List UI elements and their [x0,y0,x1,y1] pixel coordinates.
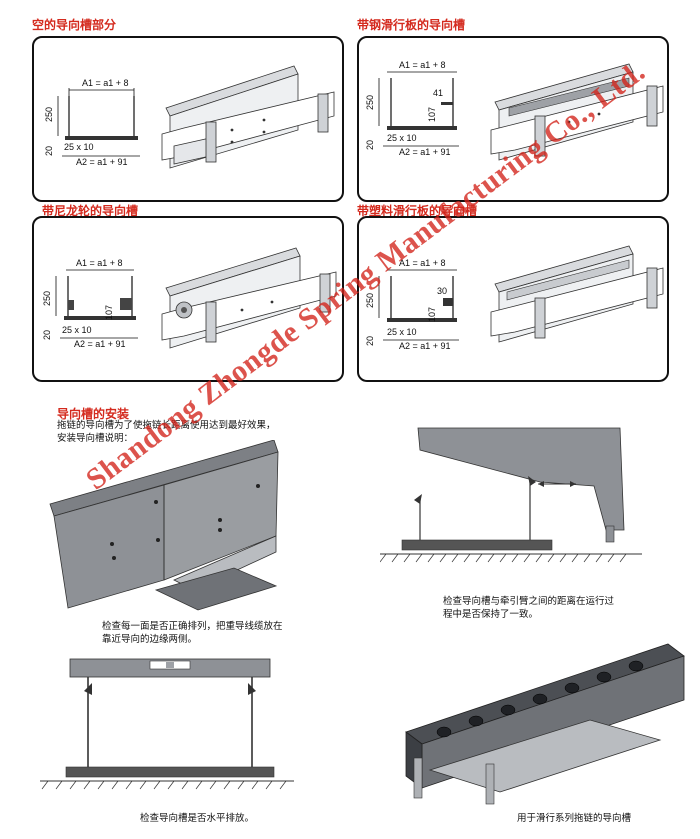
caption-alignment-line-1: 检查每一面是否正确排列，把重导线缆放在 [102,621,283,632]
roller-channel-illustration [405,643,685,805]
dim-250: 250 [44,107,54,122]
dim-107: 107 [427,107,437,122]
dim-30: 30 [437,286,447,296]
dim-a2: A2 = a1 + 91 [399,341,451,351]
dim-a2: A2 = a1 + 91 [74,339,126,349]
dim-a2: A2 = a1 + 91 [399,147,451,157]
dim-a1: A1 = a1 + 8 [399,60,446,70]
dim-107: 107 [104,305,114,320]
section-title-plastic-slide: 带塑料滑行板的导向槽 [357,204,478,218]
section-title-steel-slide: 带钢滑行板的导向槽 [357,18,466,32]
dim-20: 20 [365,336,375,346]
steel-slide-drawing: A1 = a1 + 8 41 107 250 20 25 x 10 A2 = a… [365,60,664,161]
dim-a1: A1 = a1 + 8 [76,258,123,268]
dim-a1: A1 = a1 + 8 [82,78,129,88]
dim-250: 250 [365,95,375,110]
install-title: 导向槽的安装 [57,407,130,421]
caption-level: 检查导向槽是否水平排放。 [140,813,255,824]
dim-41: 41 [433,88,443,98]
dim-slot: 25 x 10 [387,327,417,337]
panel-nylon-roller: A1 = a1 + 8 107 250 20 25 x 10 A2 = a1 +… [32,216,344,382]
channel-joint-illustration [49,440,279,611]
level-check-illustration [40,658,294,790]
dim-20: 20 [44,146,54,156]
dim-slot: 25 x 10 [387,133,417,143]
caption-distance-line-2: 程中是否保持了一致。 [443,609,539,620]
dim-107: 107 [427,307,437,322]
caption-distance-line-1: 检查导向槽与牵引臂之间的距离在运行过 [443,596,615,607]
dim-20: 20 [42,330,52,340]
dim-slot: 25 x 10 [62,325,92,335]
panel-empty-channel: A1 = a1 + 8 250 20 25 x 10 A2 = a1 + 91 [32,36,344,202]
caption-alignment-line-2: 靠近导向的边缘两侧。 [102,634,198,645]
panel-steel-slide: A1 = a1 + 8 41 107 250 20 25 x 10 A2 = a… [357,36,669,202]
panel-plastic-slide: A1 = a1 + 8 30 107 250 20 25 x 10 A2 = a… [357,216,669,382]
empty-channel-drawing: A1 = a1 + 8 250 20 25 x 10 A2 = a1 + 91 [44,65,335,169]
dim-250: 250 [42,291,52,306]
towing-arm-distance-illustration [380,427,642,563]
install-intro-line-1: 拖链的导向槽为了使拖链长距离使用达到最好效果， [57,420,276,431]
caption-roller-channel: 用于滑行系列拖链的导向槽 [517,813,632,824]
dim-slot: 25 x 10 [64,142,94,152]
plastic-slide-drawing: A1 = a1 + 8 30 107 250 20 25 x 10 A2 = a… [365,245,664,351]
section-title-empty-channel: 空的导向槽部分 [32,18,117,32]
dim-250: 250 [365,293,375,308]
install-intro-line-2: 安装导向槽说明： [57,433,134,444]
dim-20: 20 [365,140,375,150]
dim-a2: A2 = a1 + 91 [76,157,128,167]
dim-a1: A1 = a1 + 8 [399,258,446,268]
section-title-nylon-roller: 带尼龙轮的导向槽 [42,204,139,218]
nylon-roller-drawing: A1 = a1 + 8 107 250 20 25 x 10 A2 = a1 +… [42,247,337,349]
